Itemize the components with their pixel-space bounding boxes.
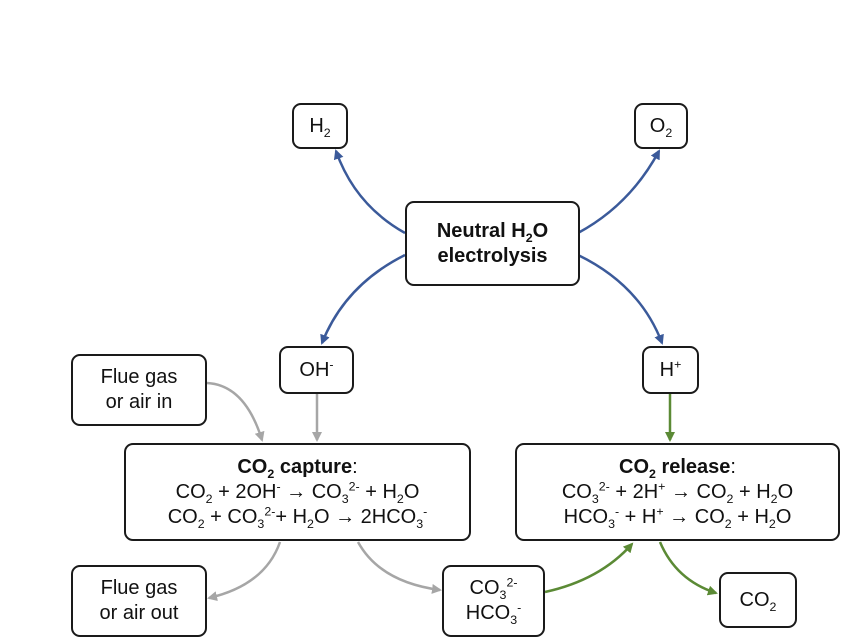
capture-equation-2: CO2 + CO32-+ H2O → 2HCO3-	[167, 503, 428, 531]
co2-output-label: CO2	[739, 588, 777, 614]
co2-release-node: CO2 release: CO32- + 2H+ → CO2 + H2O HCO…	[515, 443, 840, 541]
h2-node: H2	[292, 103, 348, 149]
arrow-capture-to-flueout	[207, 541, 282, 602]
arrow-capture-to-carbonate	[356, 541, 442, 594]
arrow-release-to-co2	[658, 541, 718, 596]
o2-node: O2	[634, 103, 688, 149]
arrow-carbonate-to-release	[544, 542, 634, 594]
oh-label: OH-	[299, 356, 334, 381]
flue-gas-in-node: Flue gas or air in	[71, 354, 207, 426]
o2-label: O2	[649, 114, 673, 140]
release-equation-2: HCO3- + H+ → CO2 + H2O	[563, 503, 792, 531]
co2-capture-node: CO2 capture: CO2 + 2OH- → CO32- + H2O CO…	[124, 443, 471, 541]
arrow-to-oh	[320, 253, 406, 345]
electrolysis-title: Neutral H2O	[436, 219, 549, 245]
release-title: CO2 release:	[619, 455, 736, 481]
arrow-to-o2	[577, 149, 661, 235]
oh-node: OH-	[279, 346, 354, 394]
arrow-to-hplus	[577, 253, 664, 345]
electrolysis-subtitle: electrolysis	[437, 244, 548, 267]
flue-in-line2: or air in	[105, 391, 173, 413]
flue-out-line1: Flue gas	[100, 577, 178, 599]
bicarbonate-line2: HCO3-	[465, 600, 522, 627]
release-equation-1: CO32- + 2H+ → CO2 + H2O	[561, 478, 794, 506]
carbonate-node: CO32- HCO3-	[442, 565, 545, 637]
h2-label: H2	[309, 114, 331, 140]
carbonate-line1: CO32-	[469, 575, 518, 602]
arrow-to-h2	[333, 149, 406, 235]
flue-out-line2: or air out	[99, 602, 179, 624]
arrow-fluein-to-capture	[206, 381, 265, 442]
hplus-label: H+	[659, 356, 682, 381]
electrolysis-node: Neutral H2O electrolysis	[405, 201, 580, 286]
flue-in-line1: Flue gas	[100, 366, 178, 388]
capture-title: CO2 capture:	[237, 455, 358, 481]
capture-equation-1: CO2 + 2OH- → CO32- + H2O	[175, 478, 420, 506]
hplus-node: H+	[642, 346, 699, 394]
co2-output-node: CO2	[719, 572, 797, 628]
flue-gas-out-node: Flue gas or air out	[71, 565, 207, 637]
